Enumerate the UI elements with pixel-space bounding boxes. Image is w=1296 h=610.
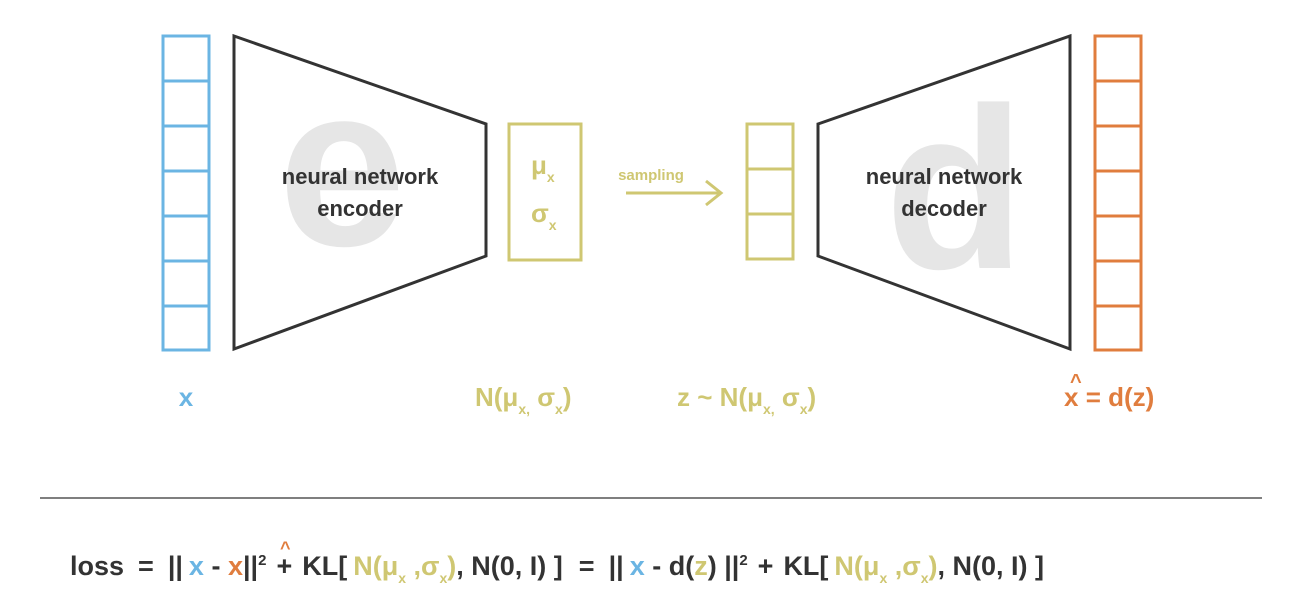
encoder-label-line2: encoder xyxy=(317,196,403,221)
sigma-symbol: σx xyxy=(531,198,557,233)
encoder-watermark: e xyxy=(278,37,406,294)
mu-symbol: μx xyxy=(531,150,555,185)
label-z-sample: z ~ N(μx, σx) xyxy=(677,382,816,417)
svg-text:loss=||x - x||2+KL[N(μx ,σx),: loss=||x - x||2+KL[N(μx ,σx), N(0, I) ]=… xyxy=(70,551,1044,586)
input-vector xyxy=(161,34,211,352)
z-vector xyxy=(745,122,795,261)
decoder-watermark: d xyxy=(885,60,1026,317)
decoder-label-line1: neural network xyxy=(866,164,1023,189)
sampling-label: sampling xyxy=(618,167,684,184)
decoder-label-line2: decoder xyxy=(901,196,987,221)
svg-text:x = d(z): x = d(z) xyxy=(1064,382,1154,412)
sampling-arrow-icon xyxy=(626,179,724,207)
label-xhat: ^ x = d(z) xyxy=(1064,371,1154,412)
svg-text:^: ^ xyxy=(1070,371,1082,393)
latent-params-box xyxy=(507,122,583,262)
encoder-shape xyxy=(232,33,488,352)
label-normal-dist: N(μx, σx) xyxy=(475,382,572,417)
encoder-label-line1: neural network xyxy=(282,164,439,189)
hat-glyph: ^ xyxy=(280,538,291,558)
loss-formula: ^ loss=||x - x||2+KL[N(μx ,σx), N(0, I) … xyxy=(70,538,1044,586)
decoder-shape xyxy=(816,33,1072,352)
output-vector xyxy=(1093,34,1143,352)
label-x: x xyxy=(179,382,194,412)
